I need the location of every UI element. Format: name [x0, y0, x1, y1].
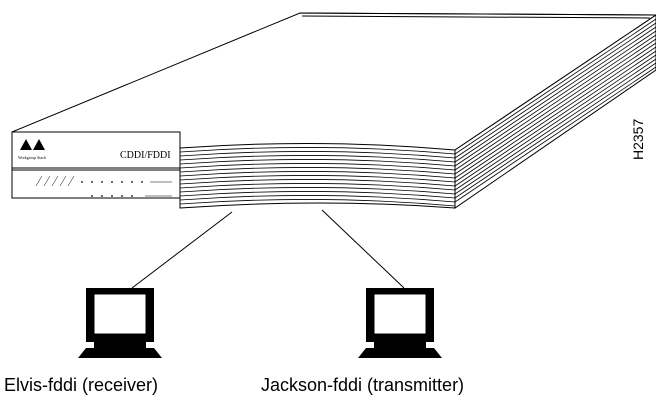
device-brand-text: Workgroup Stack — [18, 155, 46, 160]
device-right-side — [454, 14, 656, 209]
host-label-receiver: Elvis-fddi (receiver) — [4, 375, 159, 395]
led-labels — [35, 175, 172, 197]
cable-to-receiver — [131, 211, 233, 289]
workstation-icon — [358, 288, 442, 358]
figure-id: H2357 — [630, 118, 646, 160]
workgroup-logo-icon — [20, 139, 45, 150]
workstation-icon — [78, 288, 162, 358]
side-ribs — [454, 18, 656, 203]
device-top-edge — [299, 12, 656, 19]
network-cables — [131, 209, 405, 289]
concentrator-device — [11, 12, 656, 209]
front-panel — [11, 131, 181, 199]
led-row — [81, 181, 143, 197]
ribs — [179, 147, 456, 207]
host-label-transmitter: Jackson-fddi (transmitter) — [261, 375, 465, 395]
device-model-label: CDDI/FDDI — [120, 150, 171, 161]
cable-to-transmitter — [321, 209, 405, 289]
